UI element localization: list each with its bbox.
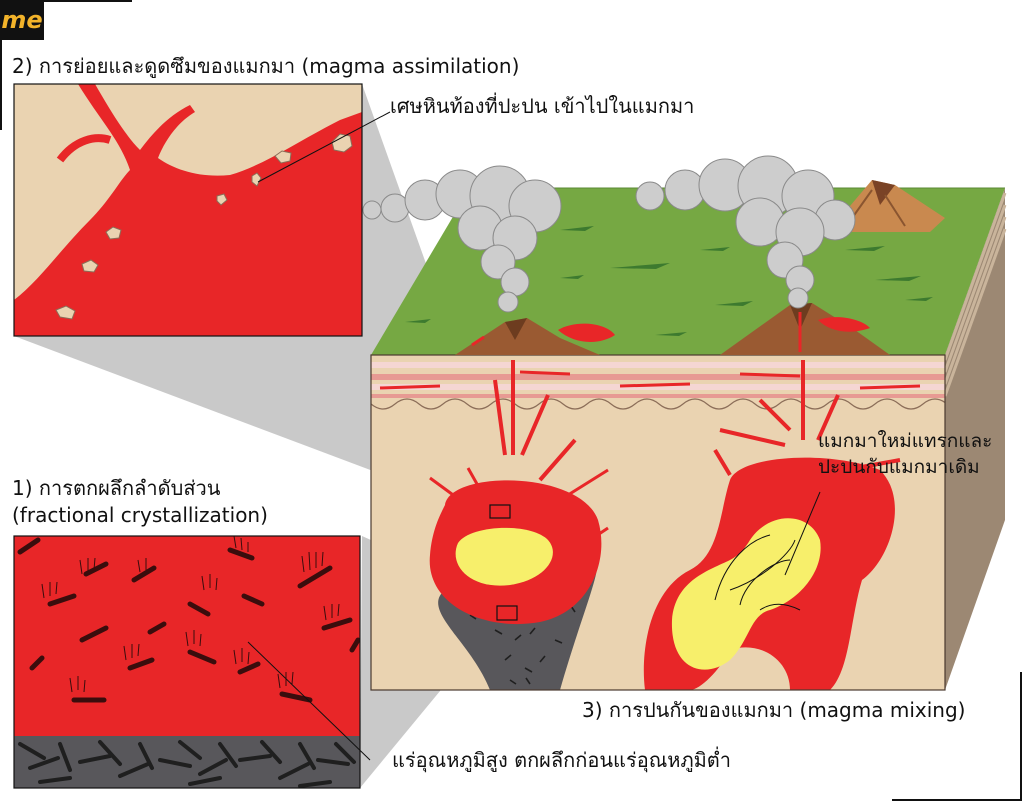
inset-fractional bbox=[13, 535, 361, 789]
block-right-side bbox=[943, 188, 1007, 690]
left-volcano bbox=[455, 318, 615, 355]
heading-assimilation: 2) การย่อยและดูดซึมของแมกมา (magma assim… bbox=[12, 54, 520, 78]
left-rule bbox=[0, 40, 2, 130]
annotation-xenolith: เศษหินท้องที่ปะปน เข้าไปในแมกมา bbox=[390, 94, 695, 118]
annotation-mixing-line1: แมกมาใหม่แทรกและ bbox=[818, 430, 993, 452]
leader-lines bbox=[247, 111, 821, 761]
inset-assimilation bbox=[13, 83, 363, 337]
left-magma-chamber bbox=[429, 360, 609, 690]
top-rule bbox=[44, 0, 132, 2]
brand-logo: me bbox=[0, 0, 44, 40]
annotation-mixing-line2: ปะปนกับแมกมาเดิม bbox=[818, 456, 980, 478]
block-front-face bbox=[370, 354, 946, 691]
heading-mixing: 3) การปนกันของแมกมา (magma mixing) bbox=[582, 698, 966, 722]
right-magma-chamber bbox=[643, 360, 901, 690]
heading-fractional-line2: (fractional crystallization) bbox=[12, 503, 268, 527]
bottom-rule bbox=[892, 799, 1022, 801]
annotation-crystals: แร่อุณหภูมิสูง ตกผลึกก่อนแร่อุณหภูมิต่ำ bbox=[392, 748, 732, 772]
heading-fractional-line1: 1) การตกผลึกลำดับส่วน bbox=[12, 476, 221, 500]
right-smoke-plume bbox=[635, 155, 856, 309]
left-smoke-plume bbox=[362, 165, 562, 313]
right-rule bbox=[1020, 672, 1022, 800]
right-volcano bbox=[720, 303, 890, 355]
